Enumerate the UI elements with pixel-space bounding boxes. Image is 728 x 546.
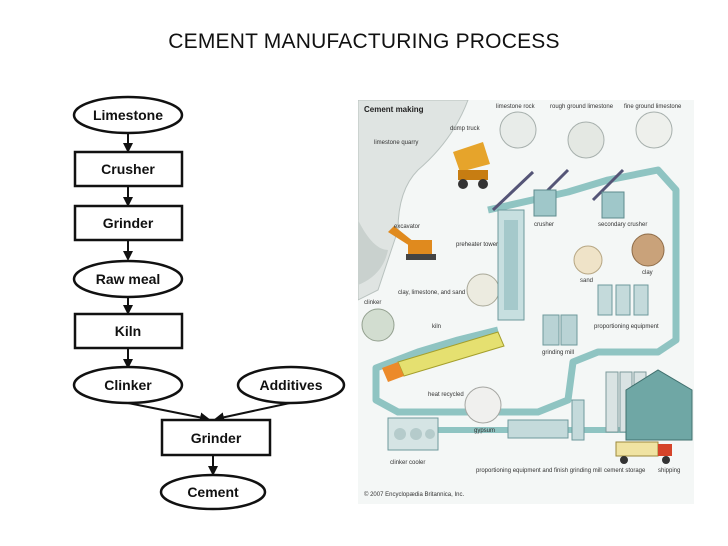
label-fine-ground: fine ground limestone	[624, 104, 682, 110]
node-cement-label: Cement	[187, 484, 239, 500]
clinker-cooler	[387, 417, 439, 451]
node-kiln: Kiln	[73, 312, 184, 350]
label-cement-storage: cement storage	[604, 468, 646, 474]
node-kiln-label: Kiln	[115, 323, 141, 339]
clay-limestone-sand-sample	[466, 273, 500, 307]
fine-ground-sample	[635, 111, 673, 149]
arrow-additives-grinder	[214, 402, 291, 423]
node-grinder-1-label: Grinder	[103, 215, 154, 231]
node-grinder-1: Grinder	[73, 204, 184, 242]
preheater-tower	[497, 209, 525, 321]
node-grinder-2-label: Grinder	[191, 430, 242, 446]
label-excavator: excavator	[394, 224, 420, 230]
label-sand: sand	[580, 278, 593, 284]
node-raw-meal: Raw meal	[72, 259, 184, 299]
limestone-rock-sample	[499, 111, 537, 149]
flowchart: Limestone Crusher Grinder Raw meal Kiln …	[72, 95, 346, 511]
rotary-kiln	[382, 331, 505, 382]
label-proportioning-equipment: proportioning equipment	[594, 324, 659, 330]
node-clinker-label: Clinker	[104, 377, 152, 393]
node-limestone-label: Limestone	[93, 107, 163, 123]
gypsum-sample	[464, 386, 502, 424]
grinding-mill	[542, 314, 578, 346]
shipping-building	[625, 369, 693, 441]
node-limestone: Limestone	[72, 95, 184, 135]
cement-making-illustration: Cement making limestone quarry dump truc…	[358, 100, 694, 504]
quarry-rock-bank	[358, 220, 388, 285]
label-limestone-rock: limestone rock	[496, 104, 536, 110]
label-kiln: kiln	[432, 324, 441, 330]
node-crusher-label: Crusher	[101, 161, 155, 177]
copyright-notice: © 2007 Encyclopædia Britannica, Inc.	[364, 491, 464, 498]
node-cement: Cement	[159, 473, 267, 511]
label-secondary-crusher: secondary crusher	[598, 222, 647, 228]
clinker-sample	[361, 308, 395, 342]
page-title: CEMENT MANUFACTURING PROCESS	[168, 30, 560, 53]
excavator	[388, 226, 436, 260]
shipping-truck	[615, 441, 672, 464]
finish-grinding-mill	[507, 399, 585, 441]
label-dump-truck: dump truck	[450, 126, 481, 132]
node-grinder-2: Grinder	[160, 418, 272, 457]
label-heat-recycled: heat recycled	[428, 392, 464, 398]
arrow-clinker-grinder	[127, 402, 210, 423]
label-grinding-mill: grinding mill	[542, 350, 574, 356]
clay-sample	[631, 233, 665, 267]
node-crusher: Crusher	[73, 150, 184, 188]
label-clinker-cooler: clinker cooler	[390, 460, 425, 466]
label-rough-ground: rough ground limestone	[550, 104, 614, 110]
sand-sample	[573, 245, 603, 275]
dump-truck	[453, 142, 490, 189]
node-additives-label: Additives	[259, 377, 322, 393]
label-clay-limestone-sand: clay, limestone, and sand	[398, 290, 465, 296]
label-gypsum: gypsum	[474, 428, 495, 434]
node-clinker: Clinker	[72, 365, 184, 405]
crusher-machine	[533, 189, 625, 219]
illustration-title: Cement making	[364, 105, 424, 114]
node-raw-meal-label: Raw meal	[96, 271, 161, 287]
label-clinker: clinker	[364, 300, 381, 306]
process-pipeline	[372, 166, 680, 416]
label-proportioning-finish: proportioning equipment and finish grind…	[476, 468, 602, 474]
rough-ground-sample	[567, 121, 605, 159]
label-clay: clay	[642, 270, 653, 276]
node-additives: Additives	[236, 365, 346, 405]
label-preheater-tower: preheater tower	[456, 242, 498, 248]
label-shipping: shipping	[658, 468, 680, 474]
proportioning-equipment	[597, 284, 649, 316]
label-crusher: crusher	[534, 222, 554, 228]
label-limestone-quarry: limestone quarry	[374, 140, 418, 146]
